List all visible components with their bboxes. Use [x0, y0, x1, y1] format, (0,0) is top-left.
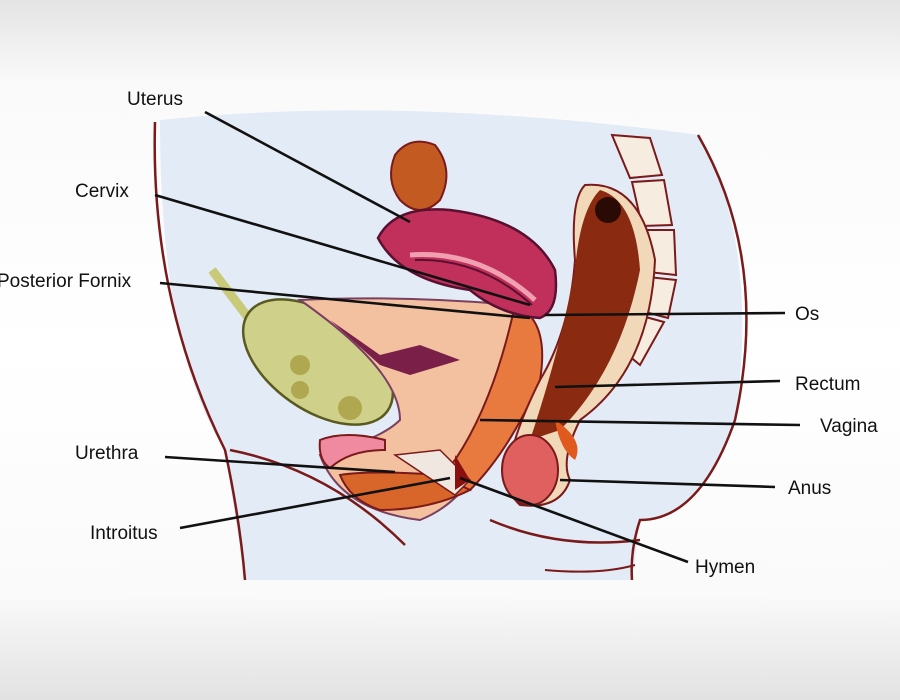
cervix-pointer: [154, 193, 531, 307]
rectum-lumen: [595, 197, 621, 223]
label-posterior-fornix: Posterior Fornix: [0, 271, 132, 292]
introitus-pointer: [179, 476, 451, 530]
ureter: [208, 267, 254, 323]
anal-region: [501, 434, 559, 506]
pelvic-tissue-cavity: [330, 320, 460, 375]
label-cervix: Cervix: [75, 181, 129, 202]
vaginal-wall: [438, 303, 544, 492]
os-pointer: [544, 311, 786, 317]
hymen-pointer: [459, 476, 689, 564]
label-os: Os: [795, 304, 819, 325]
rectum-pointer: [554, 379, 781, 389]
uterus-pointer: [204, 110, 411, 224]
label-uterus: Uterus: [127, 89, 183, 110]
uterine-cavity: [409, 252, 537, 302]
label-rectum: Rectum: [795, 374, 860, 395]
buttock-line-2: [544, 564, 636, 573]
label-urethra: Urethra: [75, 443, 139, 464]
label-anus: Anus: [788, 478, 831, 499]
buttock-line: [489, 518, 641, 544]
label-hymen: Hymen: [695, 557, 755, 578]
uterus: [376, 208, 558, 320]
anus-pointer: [559, 478, 776, 489]
uterine-lining: [414, 258, 533, 306]
label-introitus: Introitus: [90, 523, 158, 544]
vagina-pointer: [479, 418, 801, 427]
label-vagina: Vagina: [820, 416, 878, 437]
urethra-pointer: [164, 455, 396, 474]
posterior-fornix-pointer: [159, 281, 531, 320]
body-outline-back: [630, 134, 748, 581]
ovary: [390, 140, 448, 211]
urethra: [318, 434, 386, 470]
thigh-line: [229, 448, 406, 546]
body-outline-front: [153, 121, 247, 581]
